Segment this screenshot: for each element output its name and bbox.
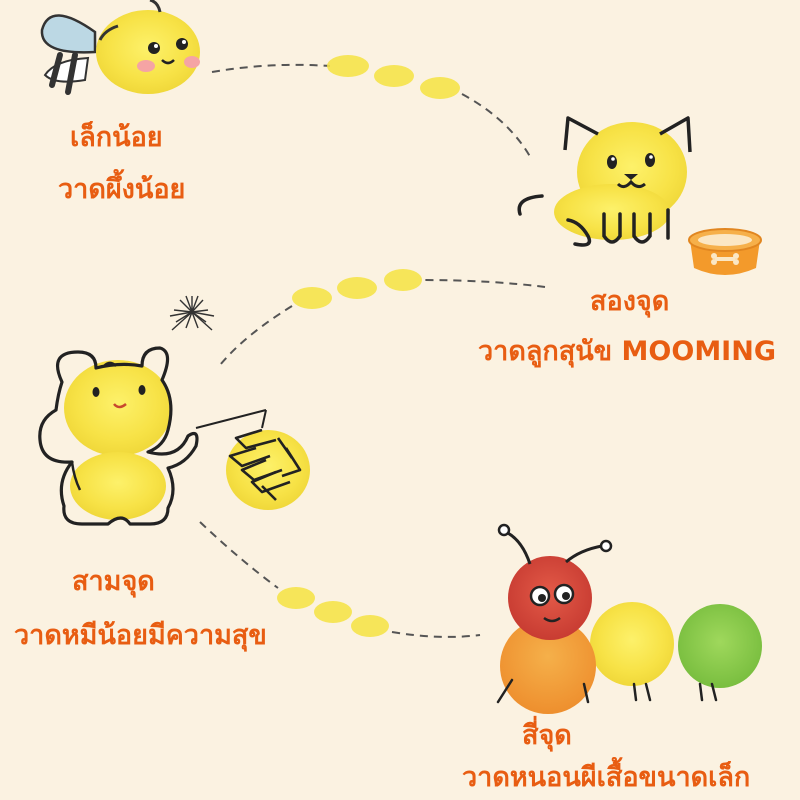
bear-illustration: [38, 346, 267, 526]
path-2: [219, 269, 546, 366]
step-4-subtitle: วาดหนอนผีเสื้อขนาดเล็ก: [462, 762, 751, 793]
caterpillar-illustration: [496, 523, 762, 714]
step-1-subtitle: วาดผึ้งน้อย: [58, 174, 186, 205]
step-3-title: สามจุด: [72, 566, 155, 597]
step-1-title: เล็กน้อย: [70, 122, 163, 153]
firecrackers-illustration: [226, 428, 310, 510]
bee-illustration: [40, 0, 200, 95]
step-2-title: สองจุด: [590, 286, 670, 317]
puppy-illustration: [517, 116, 692, 247]
step-3-subtitle: วาดหมีน้อยมีความสุข: [14, 620, 267, 651]
fireworks-illustration: [169, 295, 215, 331]
dog-bowl-illustration: [688, 228, 762, 275]
path-3: [199, 521, 481, 638]
step-2-subtitle: วาดลูกสุนัข MOOMING: [478, 336, 776, 367]
path-1: [211, 55, 533, 161]
step-4-title: สี่จุด: [522, 720, 572, 751]
